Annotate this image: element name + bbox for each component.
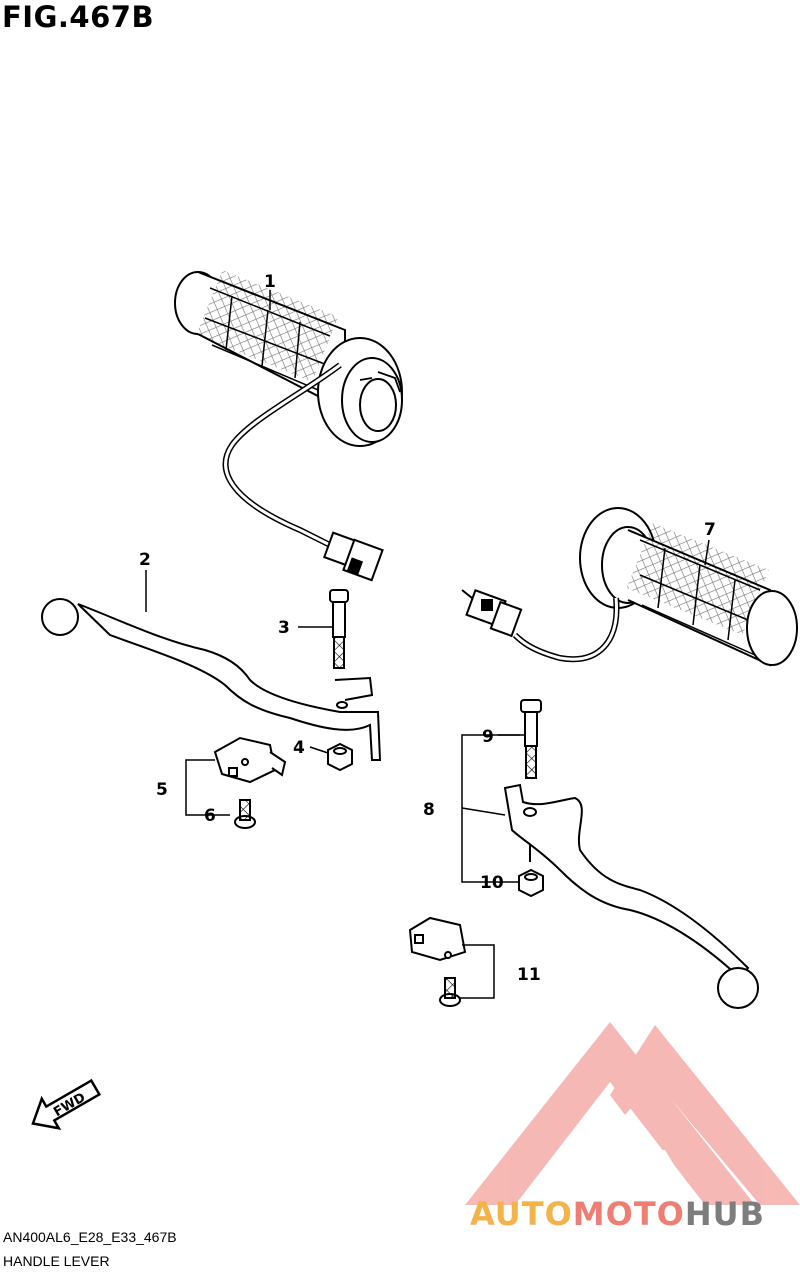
callout-2: 2 (139, 550, 151, 570)
watermark-word-hub: HUB (684, 1195, 766, 1233)
nut-part-4 (327, 742, 353, 772)
callout-7: 7 (704, 520, 716, 540)
diagram-name: HANDLE LEVER (3, 1253, 110, 1269)
left-grip-part (174, 270, 403, 582)
diagram-code: AN400AL6_E28_E33_467B (3, 1229, 177, 1245)
callout-11: 11 (517, 965, 541, 985)
watermark-wordmark: AUTOMOTOHUB (470, 1195, 765, 1233)
pivot-bolt-part-9 (520, 699, 542, 779)
fwd-arrow-icon: FWD (31, 1078, 102, 1130)
pivot-bolt-part (329, 589, 349, 669)
callout-4: 4 (293, 738, 305, 758)
right-brake-lever-part (503, 783, 759, 1009)
callout-3: 3 (278, 618, 290, 638)
screw-part-6 (234, 799, 256, 829)
callout-6: 6 (204, 806, 216, 826)
callout-10: 10 (480, 873, 504, 893)
leader-lines (145, 290, 710, 999)
watermark-word-auto: AUTO (470, 1195, 573, 1233)
callout-8: 8 (423, 800, 435, 820)
nut-part-10 (518, 868, 544, 898)
callout-9: 9 (482, 727, 494, 747)
callout-1: 1 (264, 272, 276, 292)
figure-title: FIG.467B (2, 0, 155, 34)
watermark-word-moto: MOTO (572, 1195, 685, 1233)
watermark-logo-icon (465, 1022, 800, 1205)
right-grip-part (461, 507, 798, 667)
stop-switch-part-5 (213, 736, 287, 784)
callout-5: 5 (156, 780, 168, 800)
stop-switch-part-11 (408, 916, 467, 1007)
left-brake-lever-part (41, 598, 382, 761)
